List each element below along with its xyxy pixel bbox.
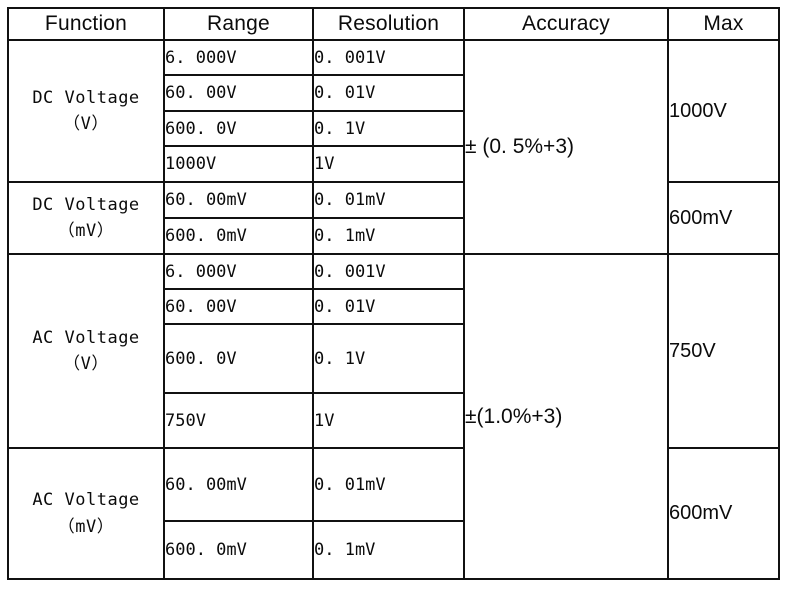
multimeter-specification-table: Function Range Resolution Accuracy Max D… — [7, 7, 780, 580]
function-name-line: AC Voltage — [32, 327, 140, 348]
table-row: 600. 0mV 0. 1mV — [8, 217, 779, 255]
resolution-cell: 0. 01mV — [312, 181, 465, 219]
range-cell: 60. 00V — [163, 288, 314, 325]
table-row: 600. 0V 0. 1V — [8, 110, 779, 147]
table-row: 750V 1V — [8, 392, 779, 449]
resolution-cell: 0. 1V — [312, 323, 465, 394]
max-cell-ac-voltage-mv: 600mV — [667, 447, 780, 580]
range-cell: 600. 0mV — [163, 520, 314, 580]
max-cell-dc-voltage-mv: 600mV — [667, 181, 780, 255]
resolution-cell: 0. 01mV — [312, 447, 465, 522]
range-cell: 6. 000V — [163, 39, 314, 76]
function-cell-ac-voltage-v: AC Voltage （V） — [7, 253, 165, 449]
range-cell: 60. 00mV — [163, 447, 314, 522]
function-unit-line: （V） — [63, 114, 109, 134]
resolution-cell: 1V — [312, 145, 465, 183]
resolution-cell: 0. 01V — [312, 288, 465, 325]
column-header-range: Range — [163, 7, 314, 41]
function-unit-line: （V） — [63, 354, 109, 374]
table-header: Function Range Resolution Accuracy Max — [7, 7, 780, 41]
accuracy-cell-ac: ±(1.0%+3) — [463, 253, 669, 580]
resolution-cell: 0. 001V — [312, 39, 465, 76]
resolution-cell: 0. 1mV — [312, 217, 465, 255]
function-unit-line: （mV） — [57, 221, 115, 241]
range-cell: 60. 00mV — [163, 181, 314, 219]
resolution-cell: 0. 001V — [312, 253, 465, 290]
range-cell: 600. 0V — [163, 110, 314, 147]
resolution-cell: 0. 01V — [312, 74, 465, 112]
range-cell: 6. 000V — [163, 253, 314, 290]
range-cell: 600. 0V — [163, 323, 314, 394]
function-cell-ac-voltage-mv: AC Voltage （mV） — [7, 447, 165, 580]
table-row: 1000V 1V — [8, 145, 779, 183]
max-cell-dc-voltage-v: 1000V — [667, 39, 780, 183]
table-row: 600. 0V 0. 1V — [8, 323, 779, 394]
column-header-accuracy: Accuracy — [463, 7, 669, 41]
table-body: DC Voltage （V） 6. 000V 0. 001V ± (0. 5%+… — [7, 39, 780, 580]
function-cell-dc-voltage-mv: DC Voltage （mV） — [7, 181, 165, 255]
accuracy-cell-dc: ± (0. 5%+3) — [463, 39, 669, 255]
header-row: Function Range Resolution Accuracy Max — [7, 7, 780, 41]
range-cell: 600. 0mV — [163, 217, 314, 255]
table-row: DC Voltage （V） 6. 000V 0. 001V ± (0. 5%+… — [7, 39, 780, 255]
table-row: 60. 00V 0. 01V — [8, 74, 779, 112]
function-name-line: DC Voltage — [32, 194, 140, 215]
function-name-line: AC Voltage — [32, 490, 140, 511]
range-cell: 1000V — [163, 145, 314, 183]
column-header-max: Max — [667, 7, 780, 41]
function-unit-line: （mV） — [57, 516, 115, 537]
table-row: AC Voltage （mV） 60. 00mV 0. 01mV 600mV — [7, 447, 780, 580]
range-cell: 750V — [163, 392, 314, 449]
function-name-line: DC Voltage — [32, 87, 140, 108]
resolution-cell: 0. 1mV — [312, 520, 465, 580]
max-cell-ac-voltage-v: 750V — [667, 253, 780, 449]
column-header-function: Function — [7, 7, 165, 41]
resolution-cell: 1V — [312, 392, 465, 449]
table-row: AC Voltage （V） 6. 000V 0. 001V ±(1.0%+3)… — [7, 253, 780, 580]
table-row: 600. 0mV 0. 1mV — [8, 520, 779, 580]
range-cell: 60. 00V — [163, 74, 314, 112]
table-row: 60. 00V 0. 01V — [8, 288, 779, 325]
function-cell-dc-voltage-v: DC Voltage （V） — [7, 39, 165, 183]
spec-table-container: Function Range Resolution Accuracy Max D… — [7, 7, 780, 580]
column-header-resolution: Resolution — [312, 7, 465, 41]
table-row: DC Voltage （mV） 60. 00mV 0. 01mV 600mV — [7, 181, 780, 255]
resolution-cell: 0. 1V — [312, 110, 465, 147]
